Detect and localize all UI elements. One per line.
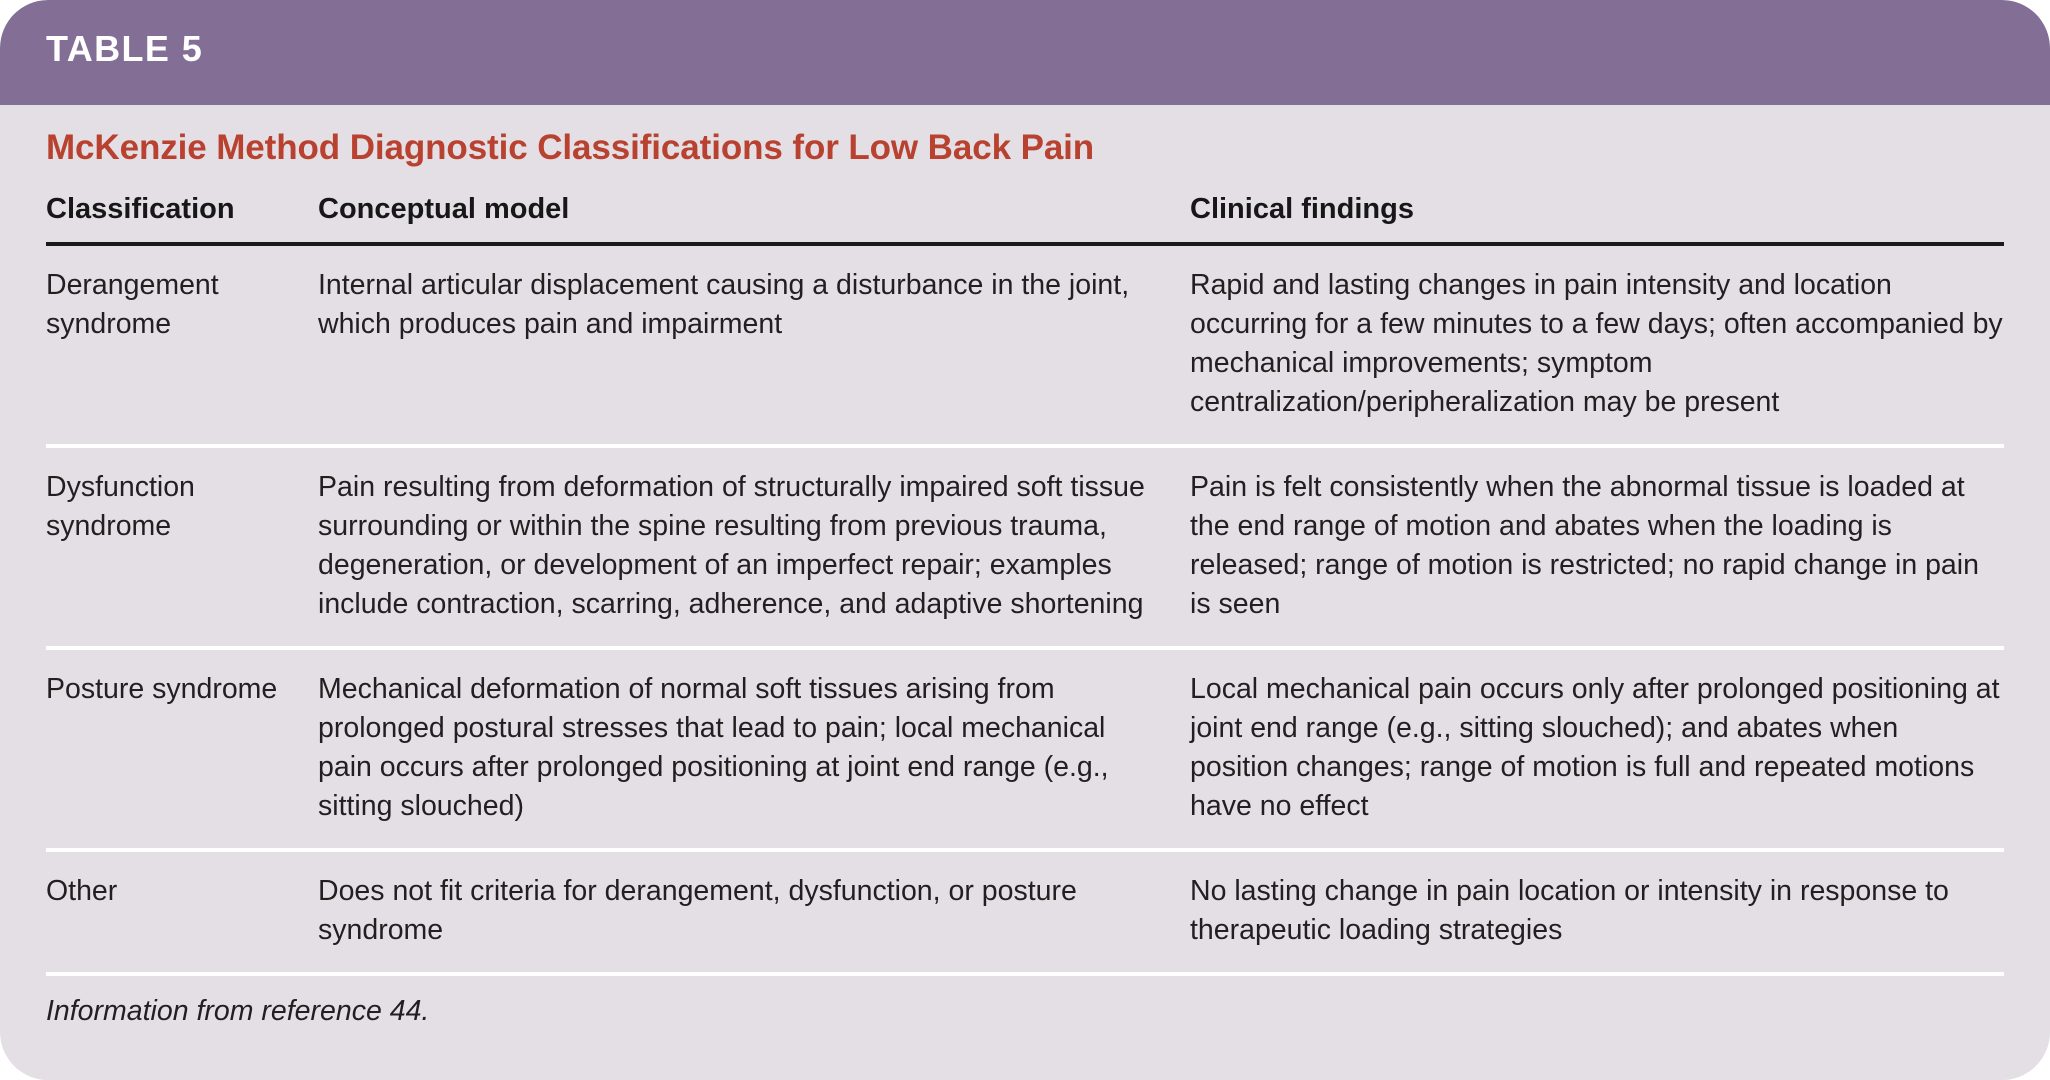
cell-clinical-findings: No lasting change in pain location or in… (1190, 850, 2004, 977)
column-header-classification: Classification (46, 193, 318, 246)
cell-conceptual-model: Internal articular displacement causing … (318, 244, 1190, 449)
cell-conceptual-model: Pain resulting from deformation of struc… (318, 446, 1190, 651)
table-row: Other Does not fit criteria for derangem… (46, 850, 2004, 977)
cell-conceptual-model: Does not fit criteria for derangement, d… (318, 850, 1190, 977)
column-header-clinical-findings: Clinical findings (1190, 193, 2004, 246)
cell-conceptual-model: Mechanical deformation of normal soft ti… (318, 648, 1190, 853)
table-footnote-row: Information from reference 44. (46, 974, 2004, 1031)
cell-classification: Posture syndrome (46, 648, 318, 853)
page-title: McKenzie Method Diagnostic Classificatio… (46, 128, 1095, 167)
cell-clinical-findings: Local mechanical pain occurs only after … (1190, 648, 2004, 853)
footnote-text: Information from reference 44. (46, 995, 430, 1028)
table-row: Derangement syndrome Internal articular … (46, 244, 2004, 449)
table-number-label: TABLE 5 (46, 28, 204, 69)
table-row: Dysfunction syndrome Pain resulting from… (46, 446, 2004, 651)
classifications-table: Classification Conceptual model Clinical… (46, 193, 2004, 1031)
column-header-conceptual-model: Conceptual model (318, 193, 1190, 246)
cell-classification: Dysfunction syndrome (46, 446, 318, 651)
cell-clinical-findings: Pain is felt consistently when the abnor… (1190, 446, 2004, 651)
cell-classification: Other (46, 850, 318, 977)
table-header-row: Classification Conceptual model Clinical… (46, 193, 2004, 246)
table-row: Posture syndrome Mechanical deformation … (46, 648, 2004, 853)
cell-clinical-findings: Rapid and lasting changes in pain intens… (1190, 244, 2004, 449)
cell-classification: Derangement syndrome (46, 244, 318, 449)
table-banner: TABLE 5 (0, 0, 2050, 105)
table-body: McKenzie Method Diagnostic Classificatio… (0, 105, 2050, 1080)
